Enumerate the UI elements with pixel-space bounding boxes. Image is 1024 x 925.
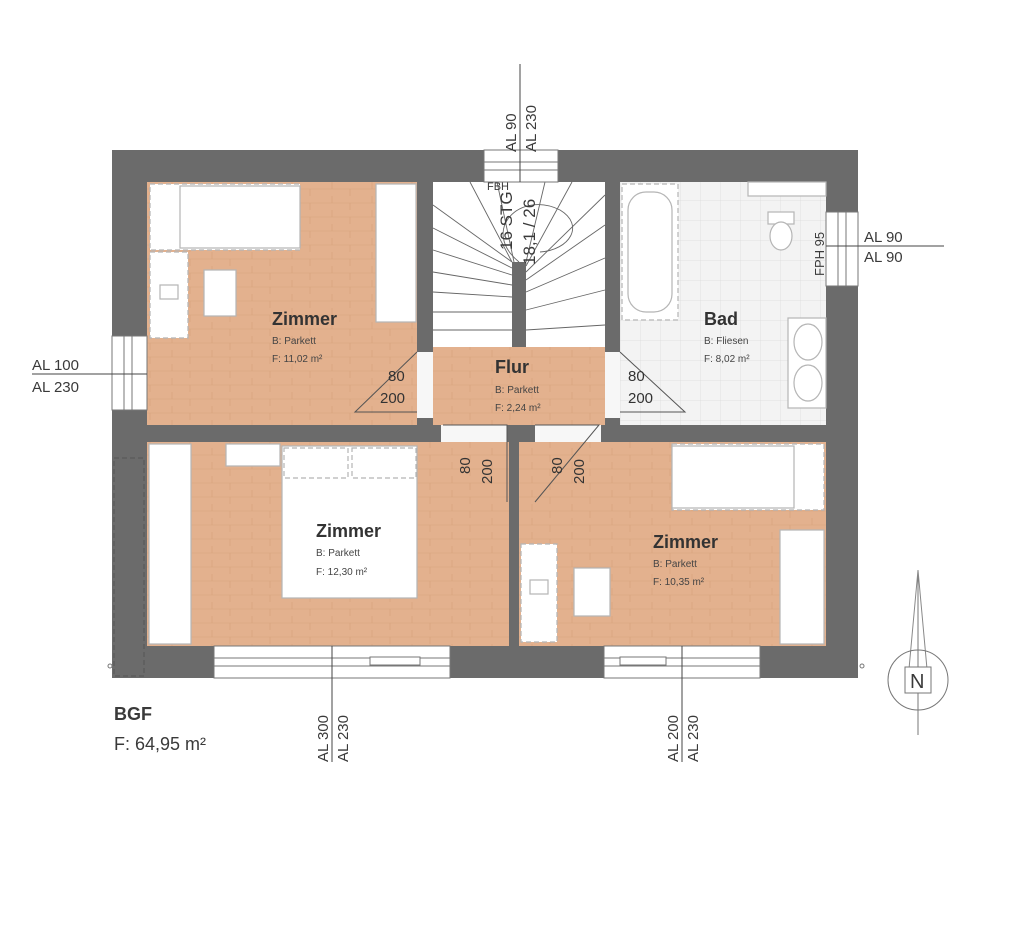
window-south-right-al1: AL 200 [665, 715, 682, 762]
window-south-left-al2: AL 230 [335, 715, 352, 762]
room-flur-area: F: 2,24 m² [495, 403, 541, 414]
door-south-right-height: 200 [571, 459, 588, 484]
room-zimmer-sw-area: F: 12,30 m² [316, 567, 368, 578]
door-south-left-height: 200 [479, 459, 496, 484]
summary-title: BGF [114, 704, 152, 724]
door-opening-west [417, 352, 433, 418]
room-zimmer-se-name: Zimmer [653, 532, 718, 552]
door-opening-south-left [441, 425, 507, 442]
bathtub [621, 183, 679, 321]
window-south-right-al2: AL 230 [685, 715, 702, 762]
door-opening-east [605, 352, 620, 418]
summary-area: F: 64,95 m² [114, 734, 206, 754]
window-north-al1: AL 90 [503, 113, 520, 152]
desk-se [520, 543, 611, 643]
double-bed-sw [225, 443, 418, 599]
stairs-fbh-label: FBH [487, 181, 509, 193]
door-swing-east [619, 351, 687, 413]
door-swing-south-right [534, 424, 601, 503]
compass-letter: N [910, 671, 924, 693]
window-west [32, 335, 148, 411]
door-swing-west [353, 351, 418, 413]
compass-icon: N [887, 569, 949, 735]
window-east-fph: FPH 95 [812, 232, 827, 276]
room-zimmer-sw-name: Zimmer [316, 521, 381, 541]
window-west-al1: AL 100 [32, 357, 79, 374]
stairs-steps-label: 16 STG [497, 191, 516, 250]
window-west-al2: AL 230 [32, 379, 79, 396]
stairs-ratio-label: 18,1 / 26 [520, 199, 539, 265]
corner-marks [107, 663, 865, 669]
wardrobe-sw [148, 443, 192, 645]
desk-nw [149, 251, 237, 339]
room-zimmer-se-area: F: 10,35 m² [653, 577, 705, 588]
door-east-height: 200 [628, 390, 653, 407]
room-bad-floor-label: B: Fliesen [704, 336, 748, 347]
window-south-left-al1: AL 300 [315, 715, 332, 762]
door-south-right-width: 80 [549, 457, 566, 474]
bed-nw [149, 183, 301, 251]
bed-se [671, 443, 825, 511]
room-zimmer-sw-floor-label: B: Parkett [316, 548, 360, 559]
door-west-width: 80 [388, 368, 405, 385]
wardrobe-se [779, 529, 825, 645]
door-west-height: 200 [380, 390, 405, 407]
window-north-al2: AL 230 [523, 105, 540, 152]
door-south-left-width: 80 [457, 457, 474, 474]
room-flur-name: Flur [495, 357, 529, 377]
room-bad-area: F: 8,02 m² [704, 354, 750, 365]
room-flur-floor [433, 347, 605, 425]
wardrobe-nw [375, 183, 417, 323]
door-swing-south-left [443, 424, 508, 502]
window-east [825, 211, 944, 287]
room-flur-floor-label: B: Parkett [495, 385, 539, 396]
double-sink [787, 317, 827, 409]
room-zimmer-nw-name: Zimmer [272, 309, 337, 329]
room-zimmer-nw-floor-label: B: Parkett [272, 336, 316, 347]
window-north [483, 64, 559, 183]
window-south-left [213, 645, 451, 762]
chimney-sw [113, 457, 145, 677]
room-zimmer-nw-area: F: 11,02 m² [272, 354, 323, 365]
toilet [767, 211, 795, 251]
door-east-width: 80 [628, 368, 645, 385]
window-south-right [603, 645, 761, 762]
room-bad-name: Bad [704, 309, 738, 329]
shelf-bad [747, 181, 827, 197]
window-east-al2: AL 90 [864, 249, 903, 266]
window-east-al1: AL 90 [864, 229, 903, 246]
room-zimmer-se-floor-label: B: Parkett [653, 559, 697, 570]
door-opening-south-right [535, 425, 601, 442]
staircase [432, 181, 606, 347]
